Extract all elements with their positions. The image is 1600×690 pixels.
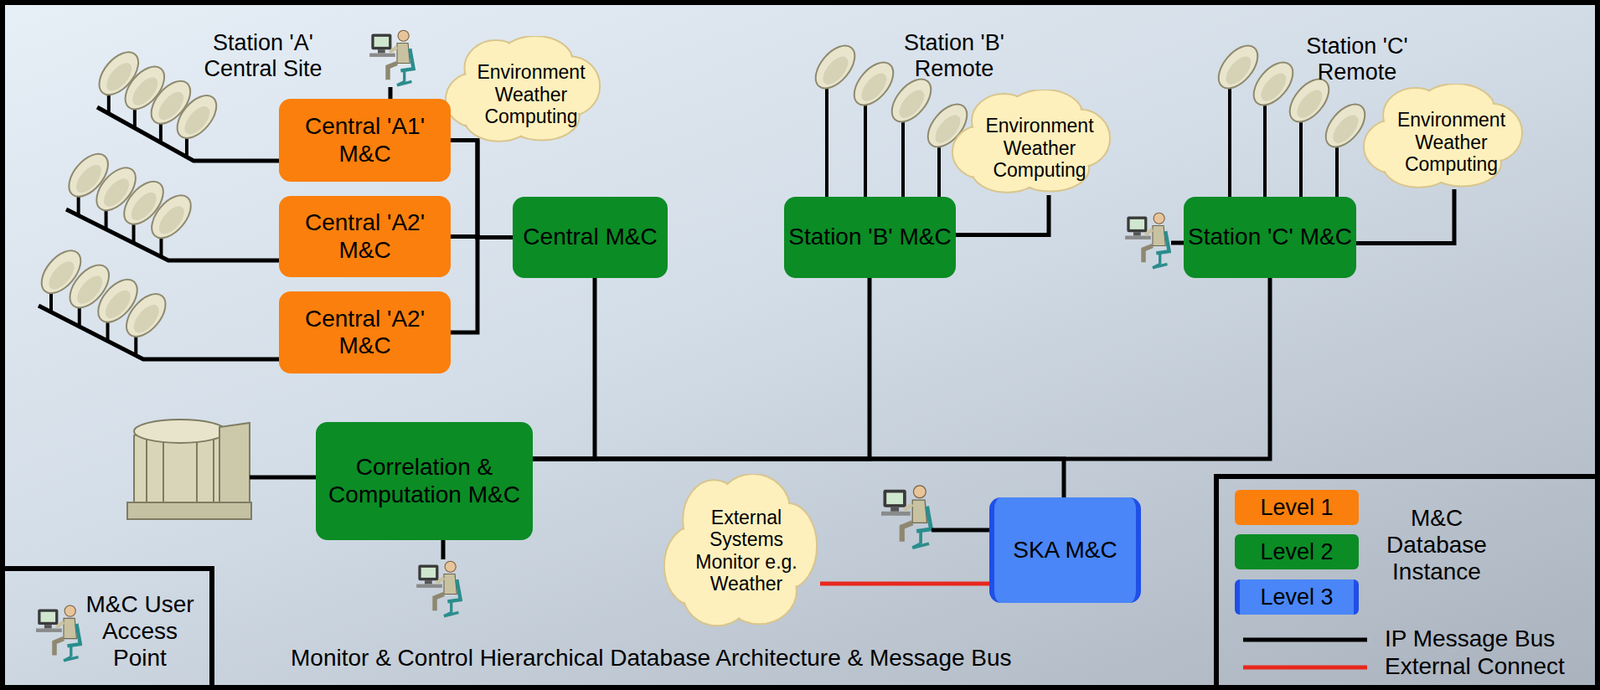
dish [180,102,215,139]
dish [818,51,853,88]
dish [129,300,164,337]
dish [1292,85,1327,122]
cloud-lobe [717,475,790,548]
message-bus [477,139,513,238]
message-bus [450,237,513,334]
external-connect [820,582,990,587]
site-label: Station 'B' Remote [882,30,1026,83]
dish [808,38,863,96]
node-text: Environment Weather Computing [975,114,1104,181]
cloud-lobe [469,58,578,120]
cloud-lobe [1387,106,1498,167]
legend-text: Level 3 [1259,584,1333,611]
dish [1221,51,1256,88]
dish [118,287,174,345]
legend-swatch: Level 2 [1234,534,1359,570]
site-label: Station 'A' Central Site [191,30,335,83]
node-text: Station 'C' M&C [1187,223,1353,251]
site-label: Station 'C' Remote [1285,33,1429,86]
legend-text: Level 2 [1259,539,1333,566]
level1-box: Central 'A2' M&C [278,291,451,374]
env-cloud: Environment Weather Computing [1362,83,1541,202]
dish-post [1263,96,1267,198]
legend-swatch: Level 1 [1234,490,1359,526]
dish-post [901,113,905,198]
cloud-lobe [1384,144,1454,187]
level1-box: Central 'A1' M&C [278,98,451,182]
node-text: External Systems Monitor e.g. Weather [687,506,806,596]
legend-text: External Connect [1384,653,1565,681]
cloud-lobe [686,505,794,596]
node-text: Central 'A2' M&C [278,209,451,264]
level2-box: Station 'B' M&C [784,196,956,279]
node-text: Environment Weather Computing [469,61,594,128]
caption: Monitor & Control Hierarchical Database … [290,645,1012,672]
dish [1328,110,1363,147]
dish [154,201,189,238]
legend-text: Level 1 [1259,495,1333,522]
message-bus [532,278,870,460]
legend-text: IP Message Bus [1384,625,1555,653]
message-bus [532,278,1270,460]
legend-note: M&C Database Instance [1373,505,1500,587]
env-cloud: Environment Weather Computing [950,89,1129,207]
node-text: Central M&C [522,223,657,251]
dish-post [1299,113,1303,198]
message-bus [1356,189,1455,244]
legend-note: M&C User Access Point [77,591,203,673]
env-cloud: Environment Weather Computing [443,36,619,154]
node-text: Central 'A2' M&C [278,305,451,360]
level2-box: Correlation & Computation M&C [315,422,533,541]
legend-swatch: Level 3 [1234,579,1359,615]
dish [894,85,930,122]
dish [144,188,199,246]
dish [1256,68,1291,105]
dish [856,68,892,105]
dish-post [825,79,829,198]
level1-box: Central 'A2' M&C [278,196,451,278]
cloud-lobe [972,149,1041,191]
dish-post [1228,79,1232,198]
cloud-lobe [498,37,572,87]
message-bus [955,195,1049,236]
external-cloud: External Systems Monitor e.g. Weather [662,474,831,628]
message-bus [532,459,1064,498]
level2-box: Central M&C [512,196,668,279]
node-text: Correlation & Computation M&C [315,454,533,508]
node-text: Station 'B' M&C [788,223,951,251]
node-text: SKA M&C [1012,536,1117,564]
cloud-lobe [465,98,533,140]
dish-post [863,96,868,198]
message-bus [532,278,595,460]
level2-box: Station 'C' M&C [1183,196,1357,279]
node-text: Central 'A1' M&C [278,113,451,167]
level3-box: SKA M&C [989,497,1141,604]
cloud-lobe [497,36,573,88]
dish [170,88,225,146]
cloud-lobe [975,111,1086,171]
message-bus [450,140,513,238]
node-text: Environment Weather Computing [1387,108,1516,176]
cloud-lobe [715,474,790,548]
